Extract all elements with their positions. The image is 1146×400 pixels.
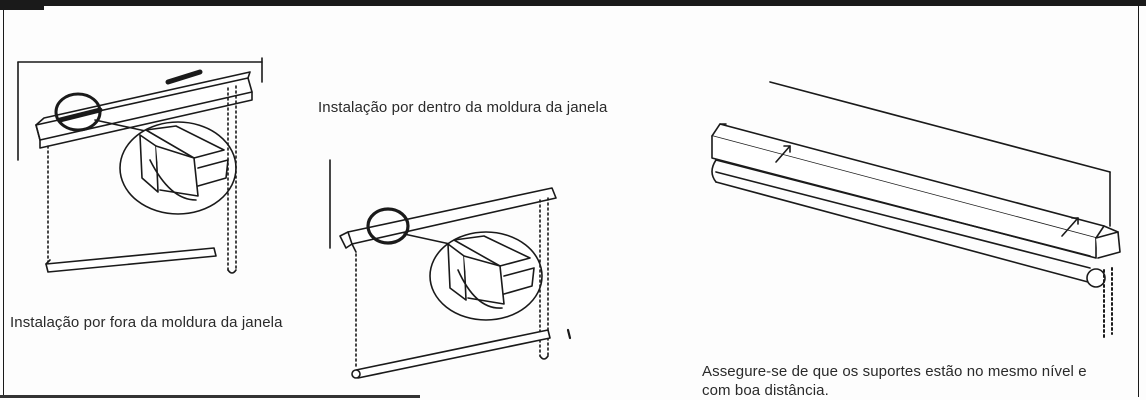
illustration-frame	[3, 5, 1139, 397]
bottom-rule	[0, 395, 420, 398]
level-bracket-illustration	[711, 81, 1121, 341]
caption-level-line2: com boa distância.	[702, 382, 829, 399]
outside-mount-illustration	[17, 57, 263, 274]
caption-level-line1: Assegure-se de que os suportes estão no …	[702, 363, 1087, 380]
caption-level-note: Assegure-se de que os suportes estão no …	[702, 362, 1142, 400]
caption-inside-mount: Instalação por dentro da moldura da jane…	[318, 99, 608, 116]
caption-outside-mount: Instalação por fora da moldura da janela	[10, 314, 283, 331]
inside-mount-illustration	[329, 159, 572, 379]
top-rule	[0, 0, 1146, 6]
